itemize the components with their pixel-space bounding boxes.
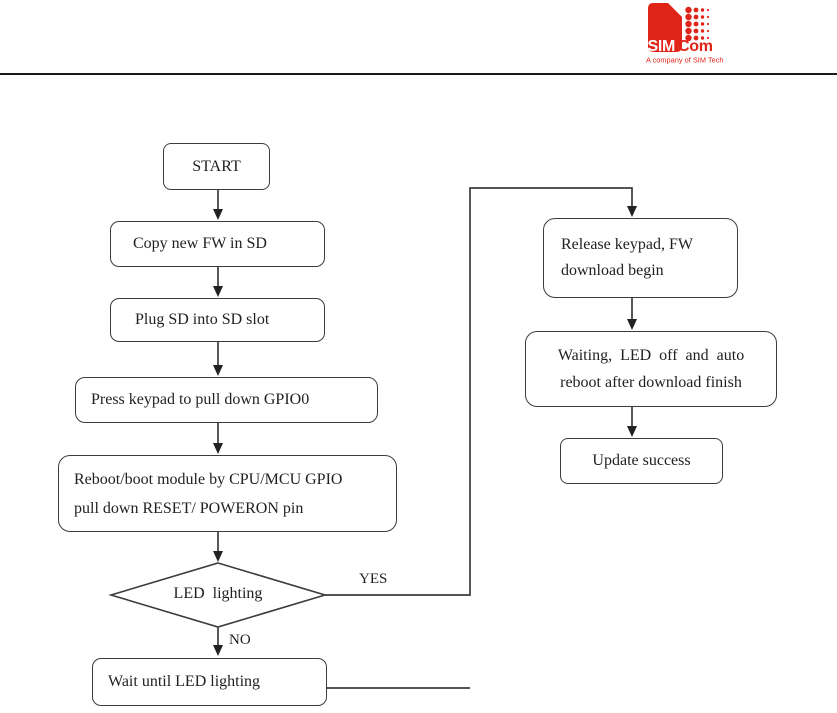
sim-card-shape bbox=[648, 3, 682, 52]
node-plug-sd-label: Plug SD into SD slot bbox=[135, 311, 270, 328]
logo-dots-grid bbox=[685, 6, 710, 42]
node-press-keypad: Press keypad to pull down GPIO0 bbox=[75, 377, 378, 423]
logo-text-com: Com bbox=[678, 38, 713, 55]
node-waiting-reboot-line1: Waiting, LED off and auto bbox=[557, 347, 745, 364]
node-plug-sd: Plug SD into SD slot bbox=[110, 298, 325, 342]
node-release-keypad-line1: Release keypad, FW bbox=[561, 236, 693, 253]
node-wait-led-label: Wait until LED lighting bbox=[108, 673, 261, 690]
node-press-keypad-label: Press keypad to pull down GPIO0 bbox=[91, 391, 310, 408]
node-copy-fw: Copy new FW in SD bbox=[110, 221, 325, 267]
node-start-label: START bbox=[192, 157, 241, 175]
node-reboot-module-line1: Reboot/boot module by CPU/MCU GPIO bbox=[74, 470, 343, 488]
node-reboot-module: Reboot/boot module by CPU/MCU GPIO pull … bbox=[58, 455, 397, 532]
node-copy-fw-label: Copy new FW in SD bbox=[133, 235, 267, 252]
edge-label-yes: YES bbox=[359, 571, 388, 587]
node-decision-label: LED lighting bbox=[173, 585, 263, 602]
simcom-logo: SIM Com A company of SIM Tech bbox=[646, 3, 724, 65]
node-start: START bbox=[163, 143, 270, 190]
header-divider bbox=[0, 73, 837, 75]
node-waiting-reboot: Waiting, LED off and auto reboot after d… bbox=[525, 331, 777, 407]
node-reboot-module-line2: pull down RESET/ POWERON pin bbox=[74, 499, 304, 517]
node-release-keypad-line2: download begin bbox=[561, 262, 664, 279]
node-wait-led: Wait until LED lighting bbox=[92, 658, 327, 706]
node-update-success-label: Update success bbox=[592, 452, 691, 469]
node-update-success: Update success bbox=[560, 438, 723, 484]
logo-text-sim: SIM bbox=[648, 38, 676, 55]
node-waiting-reboot-line2: reboot after download finish bbox=[560, 374, 742, 391]
node-release-keypad: Release keypad, FW download begin bbox=[543, 218, 738, 298]
edge-label-no: NO bbox=[229, 632, 251, 648]
logo-tagline: A company of SIM Tech bbox=[646, 56, 724, 65]
